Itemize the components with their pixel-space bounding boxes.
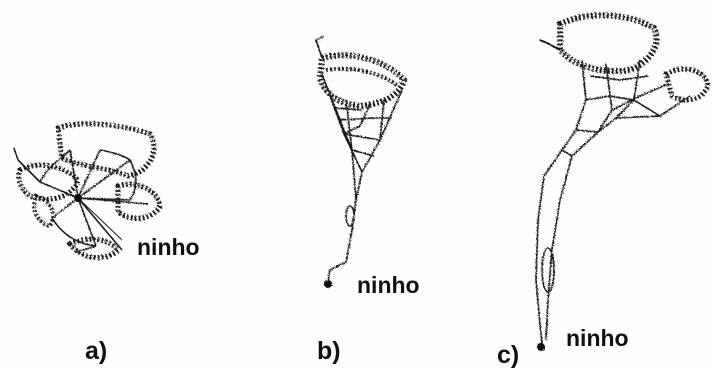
nest-label-c: ninho (566, 325, 629, 352)
network-b (316, 36, 404, 288)
foraging-area-b (320, 55, 404, 106)
panel-label-c: c) (497, 341, 519, 370)
nest-label-b: ninho (357, 272, 420, 299)
foraging-area-c (540, 15, 708, 100)
nest-marker-a (74, 194, 82, 202)
panel-label-b: b) (317, 337, 341, 366)
nest-marker-b (324, 280, 332, 288)
panel-label-a: a) (85, 337, 107, 366)
nest-label-a: ninho (137, 234, 200, 261)
trails-b (316, 36, 402, 282)
network-c (536, 15, 708, 351)
nest-marker-c (537, 343, 545, 351)
trails-c (536, 60, 690, 344)
